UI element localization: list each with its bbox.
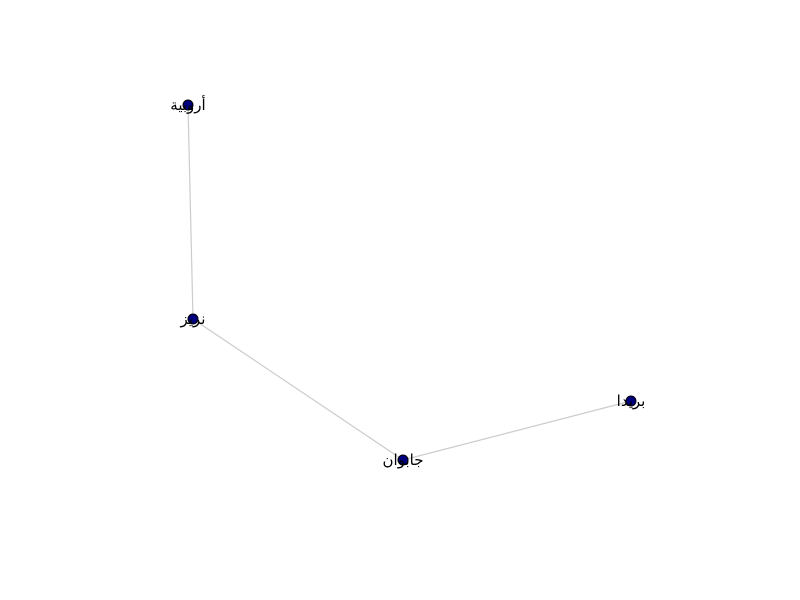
node-layer [182,99,637,466]
label-layer: أروبية نريز جابوان بريدا [170,95,645,469]
node-label-n3: جابوان [383,451,424,469]
graph-node-n3 [397,454,409,466]
edge-n3-n4 [402,400,632,461]
graph-node-n4 [625,395,637,407]
node-label-n2: نريز [180,310,206,328]
edge-layer [187,104,632,461]
edge-n1-n2 [187,104,194,320]
node-label-n4: بريدا [617,392,646,410]
graph-node-n2 [187,313,199,325]
node-label-n1: أروبية [170,95,205,114]
edge-n2-n3 [192,318,404,461]
graph-node-n1 [182,99,194,111]
